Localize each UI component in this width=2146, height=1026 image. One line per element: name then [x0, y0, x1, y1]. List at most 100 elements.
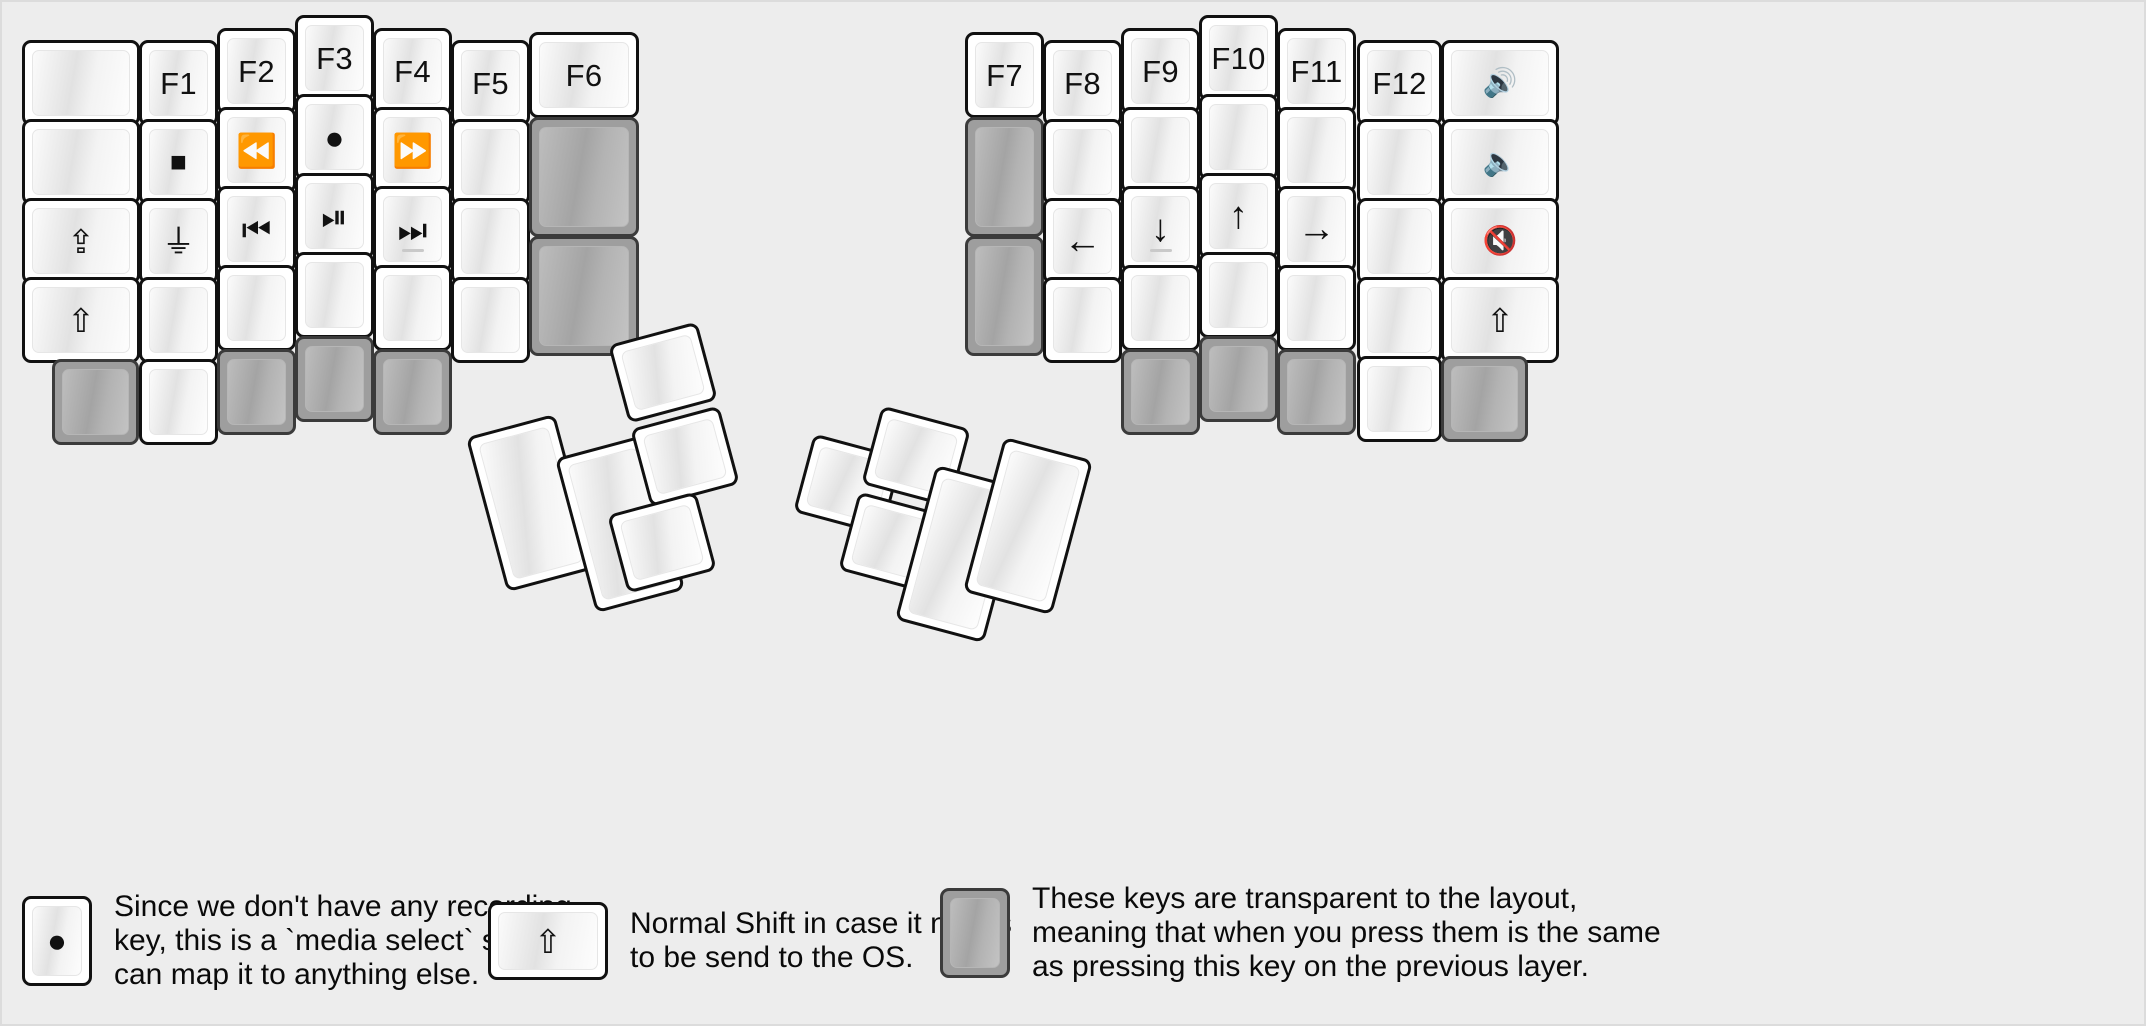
- key-left-c5-r2[interactable]: ⏩: [373, 107, 452, 193]
- key-left-c6-r2[interactable]: [451, 119, 530, 205]
- thumb-left-4[interactable]: [630, 405, 740, 508]
- key-left-c1-r5[interactable]: [52, 359, 139, 445]
- key-left-c7-r1[interactable]: F6: [529, 32, 639, 118]
- key-left-c4-r4[interactable]: [295, 252, 374, 338]
- record-circle-icon: ●: [47, 922, 67, 960]
- key-right-c1-r2[interactable]: [965, 117, 1044, 237]
- key-right-c3-r4[interactable]: [1121, 265, 1200, 351]
- key-left-c2-r1[interactable]: F1: [139, 40, 218, 126]
- key-right-c4-r4[interactable]: [1199, 252, 1278, 338]
- legend-key-record: ●: [22, 895, 92, 986]
- keycap-surface: [975, 449, 1081, 603]
- key-right-c2-r3[interactable]: ←: [1043, 198, 1122, 284]
- key-left-c4-r3[interactable]: ⏯: [295, 173, 374, 259]
- key-label: F6: [565, 57, 603, 93]
- key-left-c4-r5[interactable]: [295, 336, 374, 422]
- key-left-c5-r3[interactable]: ⏭: [373, 186, 452, 272]
- keycap-surface: 🔈: [1451, 129, 1549, 195]
- key-label: F10: [1211, 40, 1266, 76]
- key-right-c6-r2[interactable]: [1357, 119, 1442, 205]
- key-left-c4-r2[interactable]: ●: [295, 94, 374, 180]
- keycap-surface: [227, 359, 286, 425]
- keycap-surface: [1209, 104, 1268, 170]
- keycap-surface: [642, 417, 728, 496]
- keycap-surface: [1053, 129, 1112, 195]
- key-right-c7-r3[interactable]: 🔇: [1441, 198, 1559, 284]
- key-right-c5-r1[interactable]: F11: [1277, 28, 1356, 114]
- key-left-c5-r4[interactable]: [373, 265, 452, 351]
- thumb-right-5[interactable]: [962, 436, 1094, 616]
- media-record-icon: ●: [324, 118, 345, 156]
- key-right-c6-r4[interactable]: [1357, 277, 1442, 363]
- key-right-c7-r1[interactable]: 🔊: [1441, 40, 1559, 126]
- key-left-c2-r5[interactable]: [139, 359, 218, 445]
- key-label: F2: [238, 53, 275, 89]
- key-right-c7-r4[interactable]: ⇧: [1441, 277, 1559, 363]
- key-right-c1-r1[interactable]: F7: [965, 32, 1044, 118]
- media-next-track-icon: ⏭: [397, 210, 428, 248]
- key-label: F12: [1372, 65, 1427, 101]
- keycap-surface: F9: [1131, 38, 1190, 104]
- volume-up-icon: 🔊: [1482, 67, 1518, 98]
- keycap-surface: ⏩: [383, 117, 442, 183]
- key-right-c3-r2[interactable]: [1121, 107, 1200, 193]
- key-left-c1-r3[interactable]: ⇪: [22, 198, 140, 284]
- key-right-c6-r5[interactable]: [1357, 356, 1442, 442]
- key-right-c6-r1[interactable]: F12: [1357, 40, 1442, 126]
- key-label: F9: [1142, 53, 1179, 89]
- key-left-c5-r5[interactable]: [373, 349, 452, 435]
- keycap-surface: F5: [461, 50, 520, 116]
- key-right-c3-r5[interactable]: [1121, 349, 1200, 435]
- shift-arrow-icon: ⇧: [534, 922, 562, 960]
- key-left-c1-r4[interactable]: ⇧: [22, 277, 140, 363]
- key-right-c4-r2[interactable]: [1199, 94, 1278, 180]
- key-right-c7-r2[interactable]: 🔈: [1441, 119, 1559, 205]
- media-play-pause-icon: ⏯: [321, 197, 348, 235]
- key-left-c2-r3[interactable]: ⏚: [139, 198, 218, 284]
- key-left-c2-r2[interactable]: ■: [139, 119, 218, 205]
- key-right-c4-r5[interactable]: [1199, 336, 1278, 422]
- key-right-c3-r1[interactable]: F9: [1121, 28, 1200, 114]
- keycap-surface: F10: [1209, 25, 1268, 91]
- key-right-c7-r5[interactable]: [1441, 356, 1528, 442]
- keycap-surface: [383, 275, 442, 341]
- keycap-surface: F8: [1053, 50, 1112, 116]
- keycap-surface: F11: [1287, 38, 1346, 104]
- key-left-c7-r2[interactable]: [529, 117, 639, 237]
- keycap-surface: ⏪: [227, 117, 286, 183]
- keycap-surface: [1367, 366, 1432, 432]
- keycap-surface: F12: [1367, 50, 1432, 116]
- key-left-c6-r3[interactable]: [451, 198, 530, 284]
- legend-text-transparent: These keys are transparent to the layout…: [1032, 882, 1661, 983]
- key-right-c5-r2[interactable]: [1277, 107, 1356, 193]
- key-left-c3-r1[interactable]: F2: [217, 28, 296, 114]
- key-left-c5-r1[interactable]: F4: [373, 28, 452, 114]
- key-left-c3-r2[interactable]: ⏪: [217, 107, 296, 193]
- key-right-c5-r5[interactable]: [1277, 349, 1356, 435]
- key-right-c5-r4[interactable]: [1277, 265, 1356, 351]
- key-left-c6-r1[interactable]: F5: [451, 40, 530, 126]
- key-left-c2-r4[interactable]: [139, 277, 218, 363]
- key-right-c4-r1[interactable]: F10: [1199, 15, 1278, 101]
- key-left-c1-r2[interactable]: [22, 119, 140, 205]
- key-left-c3-r3[interactable]: ⏮: [217, 186, 296, 272]
- keycap-surface: ⇪: [32, 208, 130, 274]
- media-stop-icon: ■: [170, 146, 187, 177]
- keycap-surface: [620, 333, 706, 412]
- keycap-surface: ↑: [1209, 183, 1268, 249]
- key-left-c3-r4[interactable]: [217, 265, 296, 351]
- key-right-c2-r4[interactable]: [1043, 277, 1122, 363]
- key-right-c1-r3[interactable]: [965, 236, 1044, 356]
- key-left-c4-r1[interactable]: F3: [295, 15, 374, 101]
- key-left-c1-r1[interactable]: [22, 40, 140, 126]
- keycap-surface: [975, 127, 1034, 227]
- key-left-c6-r4[interactable]: [451, 277, 530, 363]
- key-right-c2-r2[interactable]: [1043, 119, 1122, 205]
- key-right-c3-r3[interactable]: ↓: [1121, 186, 1200, 272]
- key-left-c7-r3[interactable]: [529, 236, 639, 356]
- key-left-c3-r5[interactable]: [217, 349, 296, 435]
- key-right-c5-r3[interactable]: →: [1277, 186, 1356, 272]
- key-right-c6-r3[interactable]: [1357, 198, 1442, 284]
- key-right-c2-r1[interactable]: F8: [1043, 40, 1122, 126]
- key-right-c4-r3[interactable]: ↑: [1199, 173, 1278, 259]
